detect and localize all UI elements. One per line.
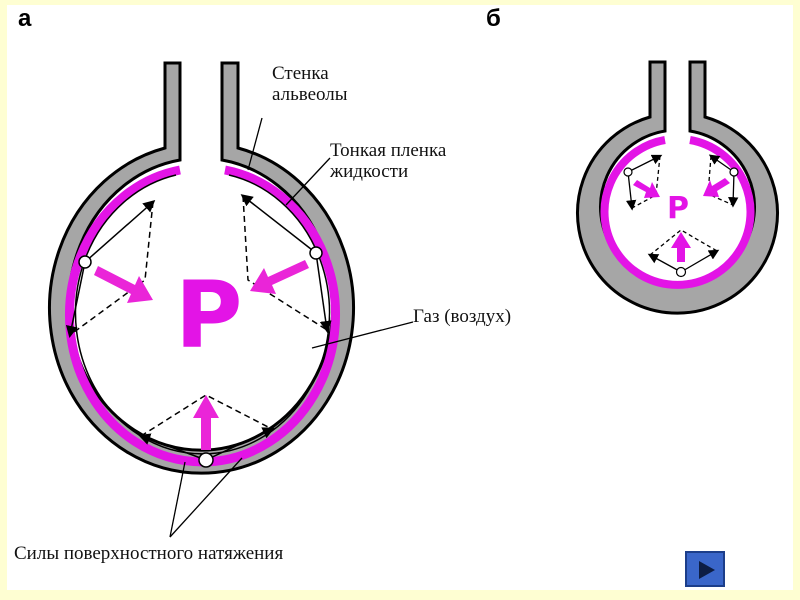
large-alveolus — [48, 61, 355, 475]
leader-film — [285, 157, 331, 206]
next-slide-button[interactable] — [685, 551, 725, 587]
label-liquid-film: Тонкая пленка жидкости — [330, 140, 446, 182]
label-alveolus-wall-line-2: альвеолы — [272, 84, 348, 105]
leader-wall — [247, 117, 263, 171]
label-alveolus-wall-line-1: Стенка — [272, 63, 329, 84]
pressure-symbol-small: P — [667, 191, 689, 226]
leader-tension-right — [169, 457, 243, 538]
leader-tension-left — [169, 461, 186, 538]
play-next-icon — [699, 561, 715, 579]
small-alveolus — [576, 60, 779, 315]
leader-gas — [311, 321, 414, 349]
label-liquid-film-line-1: Тонкая пленка — [330, 140, 447, 161]
pressure-symbol-large: P — [175, 262, 243, 369]
liquid-film-small — [600, 136, 755, 289]
label-liquid-film-line-2: жидкости — [330, 161, 409, 182]
panel-label-a: а — [18, 5, 32, 32]
label-gas: Газ (воздух) — [413, 306, 512, 327]
label-alveolus-wall: Стенка альвеолы — [272, 63, 348, 105]
label-surface-tension: Силы поверхностного натяжения — [14, 543, 284, 564]
panel-label-b: б — [486, 5, 501, 32]
